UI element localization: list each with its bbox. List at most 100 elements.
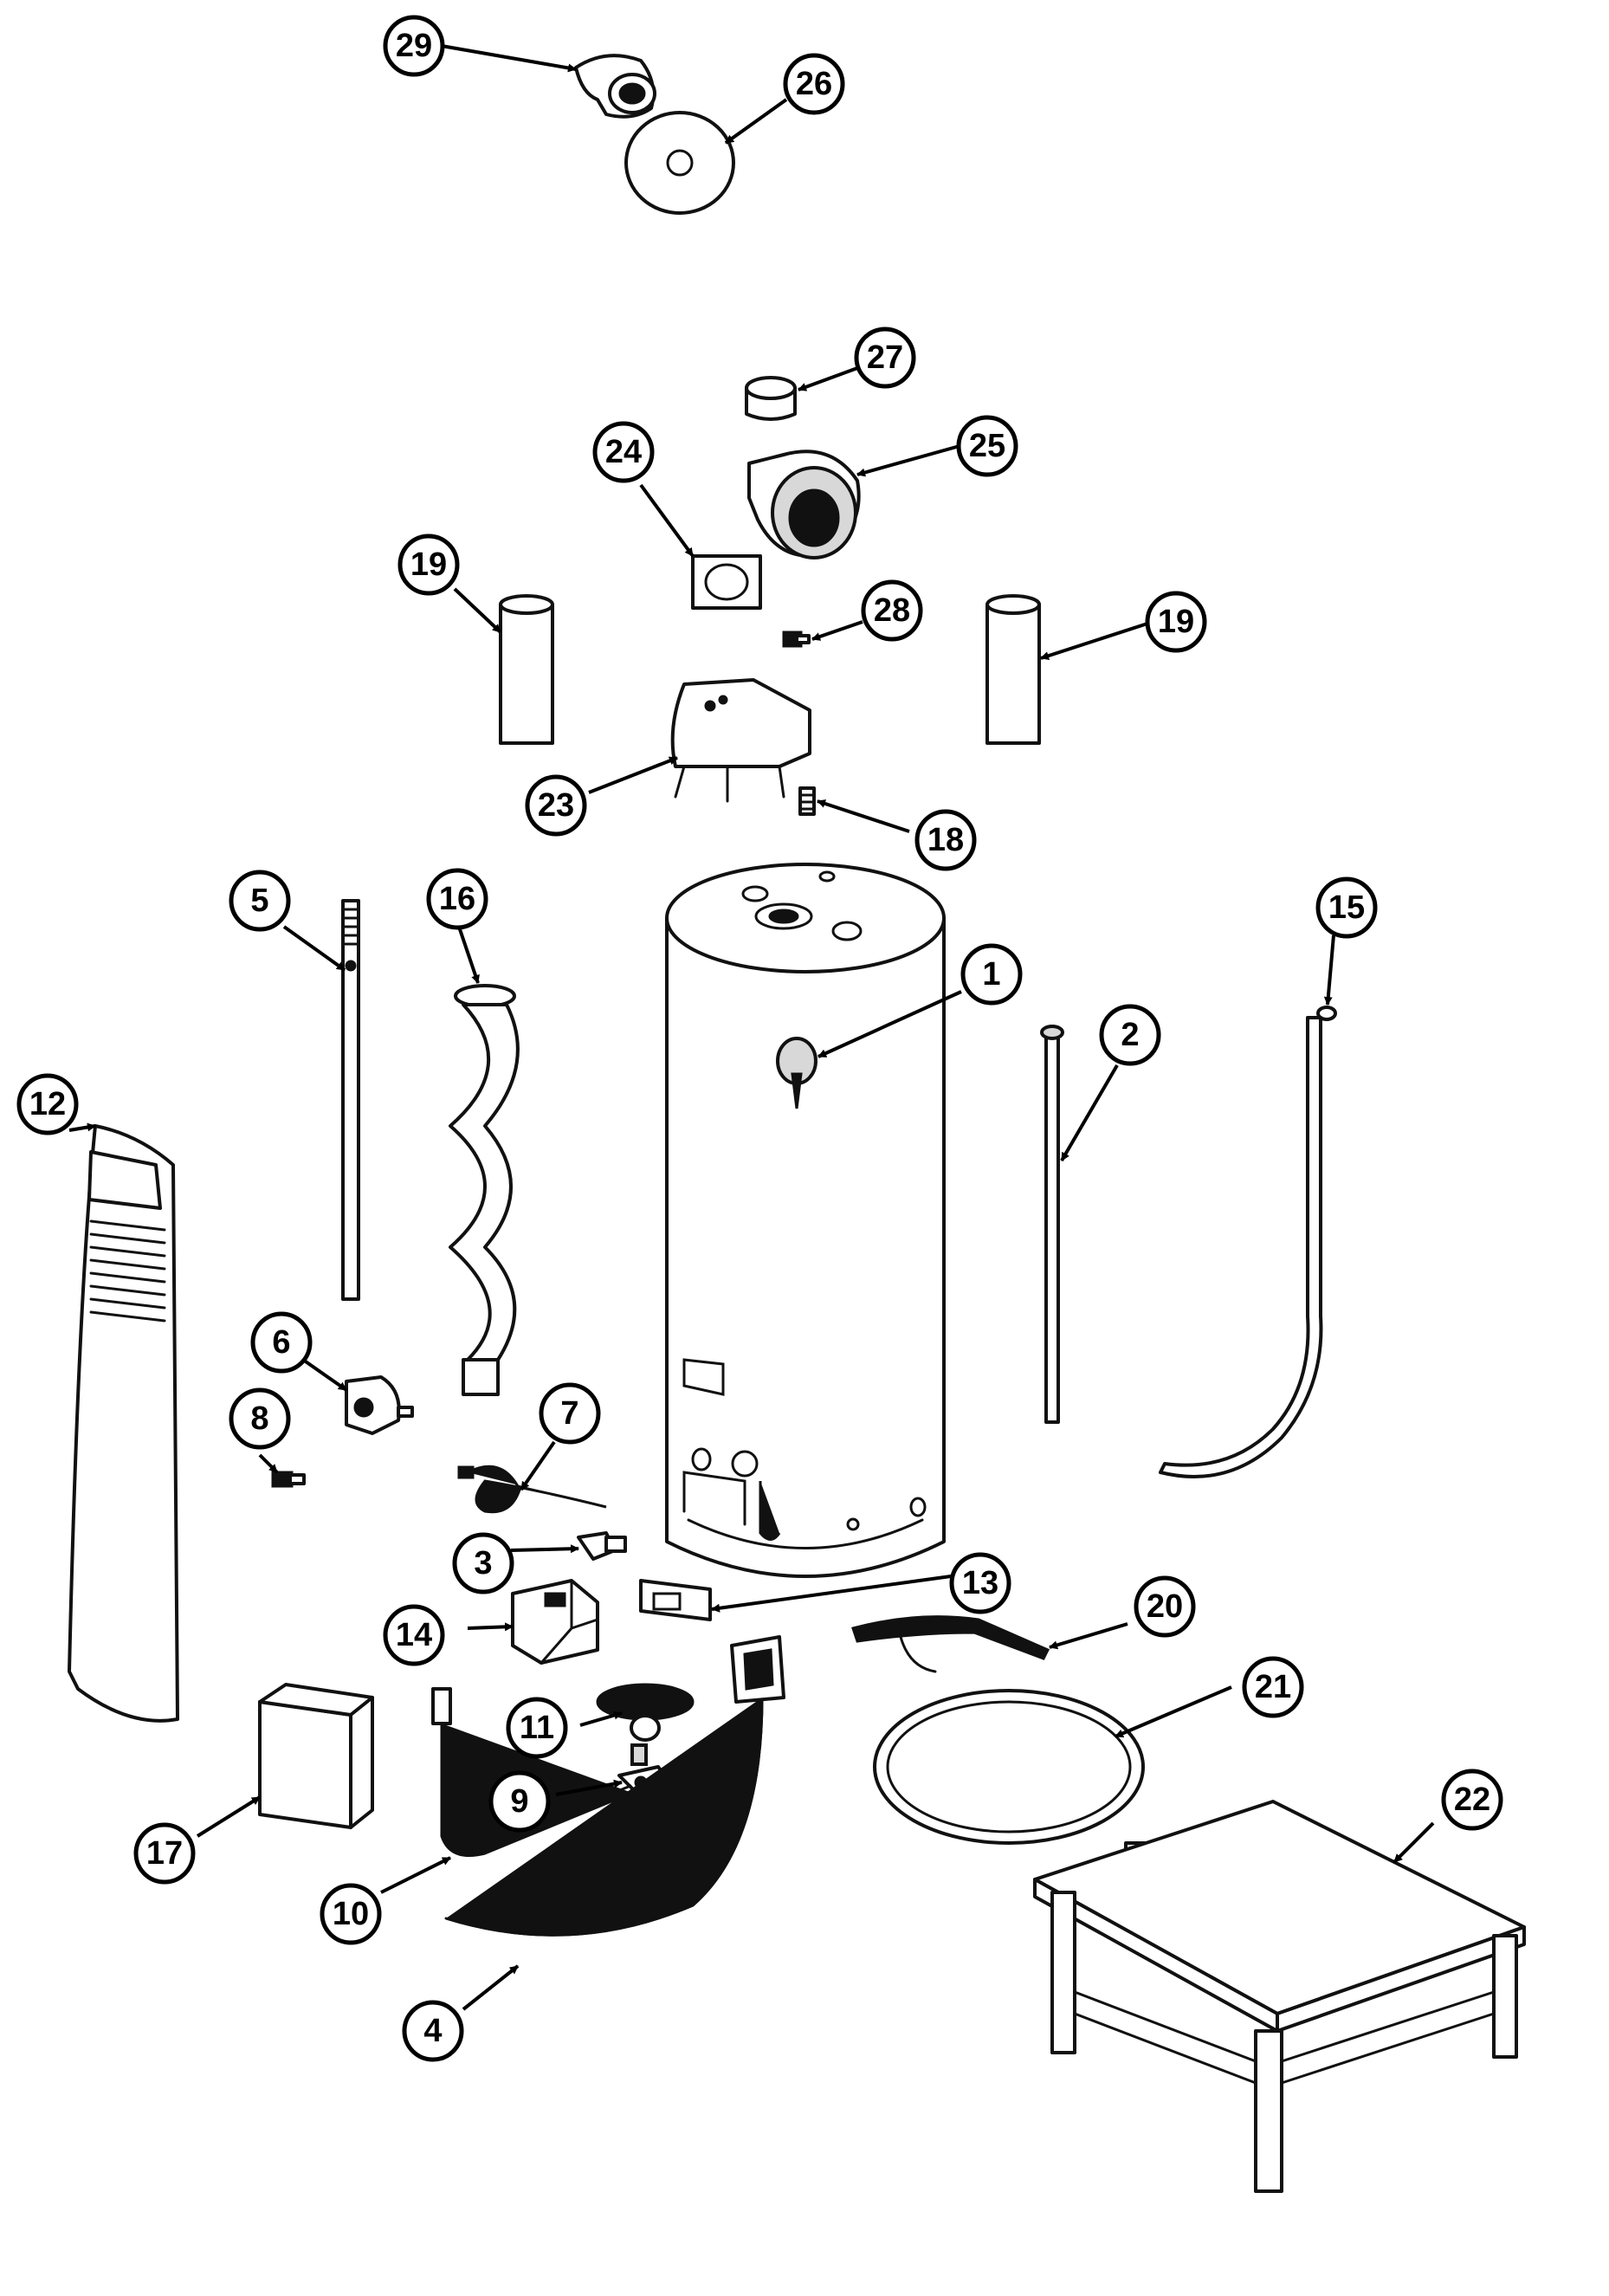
leader-23 xyxy=(588,756,678,794)
callout-6: 6 xyxy=(250,1311,313,1374)
part-26-collar-disc xyxy=(624,111,735,215)
leader-21 xyxy=(1115,1685,1232,1738)
part-6-bracket xyxy=(345,1375,414,1435)
part-18-nipple xyxy=(798,786,816,816)
svg-text:22: 22 xyxy=(1454,1782,1490,1818)
svg-text:10: 10 xyxy=(333,1896,369,1932)
callout-7: 7 xyxy=(539,1382,601,1445)
callout-4: 4 xyxy=(402,2000,464,2062)
leader-17 xyxy=(196,1795,262,1838)
callout-1: 1 xyxy=(960,943,1023,1006)
svg-text:9: 9 xyxy=(510,1783,528,1820)
leader-11 xyxy=(579,1711,623,1727)
callouts: 29 26 27 24 25 19 28 19 23 18 5 16 15 1 … xyxy=(16,15,1503,2062)
leader-27 xyxy=(798,366,858,391)
part-1-tank xyxy=(665,863,946,1578)
callout-18: 18 xyxy=(914,809,977,871)
leader-2 xyxy=(1060,1064,1119,1162)
svg-text:24: 24 xyxy=(605,434,642,470)
svg-text:18: 18 xyxy=(927,822,964,858)
leader-4 xyxy=(462,1964,520,2011)
callout-20: 20 xyxy=(1134,1575,1196,1638)
svg-text:2: 2 xyxy=(1121,1017,1139,1053)
svg-text:21: 21 xyxy=(1255,1669,1291,1705)
leader-12 xyxy=(68,1122,96,1132)
callout-28: 28 xyxy=(861,579,923,642)
leader-3 xyxy=(510,1544,579,1554)
svg-text:26: 26 xyxy=(796,66,832,102)
svg-text:15: 15 xyxy=(1328,889,1365,926)
callout-12: 12 xyxy=(16,1073,79,1135)
callout-27: 27 xyxy=(854,327,916,389)
svg-text:5: 5 xyxy=(250,883,268,919)
callout-24: 24 xyxy=(592,421,655,483)
callout-26: 26 xyxy=(783,53,845,115)
part-22-stand xyxy=(1033,1800,1526,2193)
part-5-anode-rod xyxy=(341,899,360,1301)
part-29-elbow-fitting xyxy=(574,54,656,119)
callout-21: 21 xyxy=(1242,1656,1304,1718)
part-2-dip-tube xyxy=(1040,1025,1064,1424)
leader-14 xyxy=(467,1622,514,1632)
part-24-gasket xyxy=(691,554,762,610)
leader-9 xyxy=(555,1779,623,1796)
callout-11: 11 xyxy=(506,1697,568,1759)
leader-24 xyxy=(639,483,695,558)
leader-8 xyxy=(258,1453,279,1474)
callout-15: 15 xyxy=(1315,876,1378,939)
callout-14: 14 xyxy=(383,1604,445,1666)
svg-text:3: 3 xyxy=(474,1545,492,1581)
callout-10: 10 xyxy=(320,1883,382,1945)
svg-text:14: 14 xyxy=(396,1617,432,1653)
leader-5 xyxy=(282,925,346,972)
part-8-screw xyxy=(271,1471,306,1488)
svg-text:8: 8 xyxy=(250,1400,268,1437)
svg-text:27: 27 xyxy=(867,340,903,376)
callout-25: 25 xyxy=(956,415,1018,477)
part-11-burner xyxy=(596,1683,695,1742)
callout-19a: 19 xyxy=(397,534,460,596)
part-25-blower xyxy=(747,449,861,559)
leader-22 xyxy=(1393,1821,1435,1864)
callout-17: 17 xyxy=(133,1822,196,1885)
leader-19b xyxy=(1040,622,1148,660)
svg-text:19: 19 xyxy=(410,547,447,583)
leader-7 xyxy=(520,1440,556,1491)
svg-text:28: 28 xyxy=(874,592,910,629)
part-27-cap xyxy=(745,376,797,421)
svg-text:7: 7 xyxy=(560,1395,578,1432)
callout-23: 23 xyxy=(525,774,587,837)
svg-text:17: 17 xyxy=(146,1835,183,1872)
callout-3: 3 xyxy=(452,1532,514,1594)
svg-text:23: 23 xyxy=(538,787,574,824)
leader-15 xyxy=(1323,935,1335,1006)
part-28-screw xyxy=(782,631,811,648)
leader-28 xyxy=(811,620,863,641)
part-16-flue-baffle xyxy=(449,984,520,1396)
leader-1 xyxy=(817,990,962,1058)
leader-10 xyxy=(380,1856,451,1894)
part-20-burner-tube xyxy=(851,1615,1050,1673)
svg-text:13: 13 xyxy=(962,1565,998,1601)
callout-13: 13 xyxy=(949,1552,1011,1614)
leader-13 xyxy=(711,1575,952,1613)
leader-19a xyxy=(453,587,502,634)
callout-29: 29 xyxy=(383,15,445,77)
svg-text:12: 12 xyxy=(29,1086,66,1122)
leader-16 xyxy=(457,926,480,984)
part-3-fitting xyxy=(577,1531,627,1561)
callout-9: 9 xyxy=(488,1770,551,1833)
svg-text:16: 16 xyxy=(439,881,475,917)
svg-text:6: 6 xyxy=(272,1324,290,1361)
svg-text:29: 29 xyxy=(396,28,432,64)
part-4-thermocouple xyxy=(444,1635,785,1937)
leader-lines xyxy=(68,44,1435,2011)
part-19-pipe-right xyxy=(985,594,1041,745)
leader-20 xyxy=(1049,1622,1128,1650)
callout-2: 2 xyxy=(1099,1004,1161,1066)
part-13-bracket xyxy=(639,1579,712,1621)
part-7-wire-harness xyxy=(457,1465,607,1514)
leader-25 xyxy=(856,444,960,477)
leader-18 xyxy=(817,799,910,833)
